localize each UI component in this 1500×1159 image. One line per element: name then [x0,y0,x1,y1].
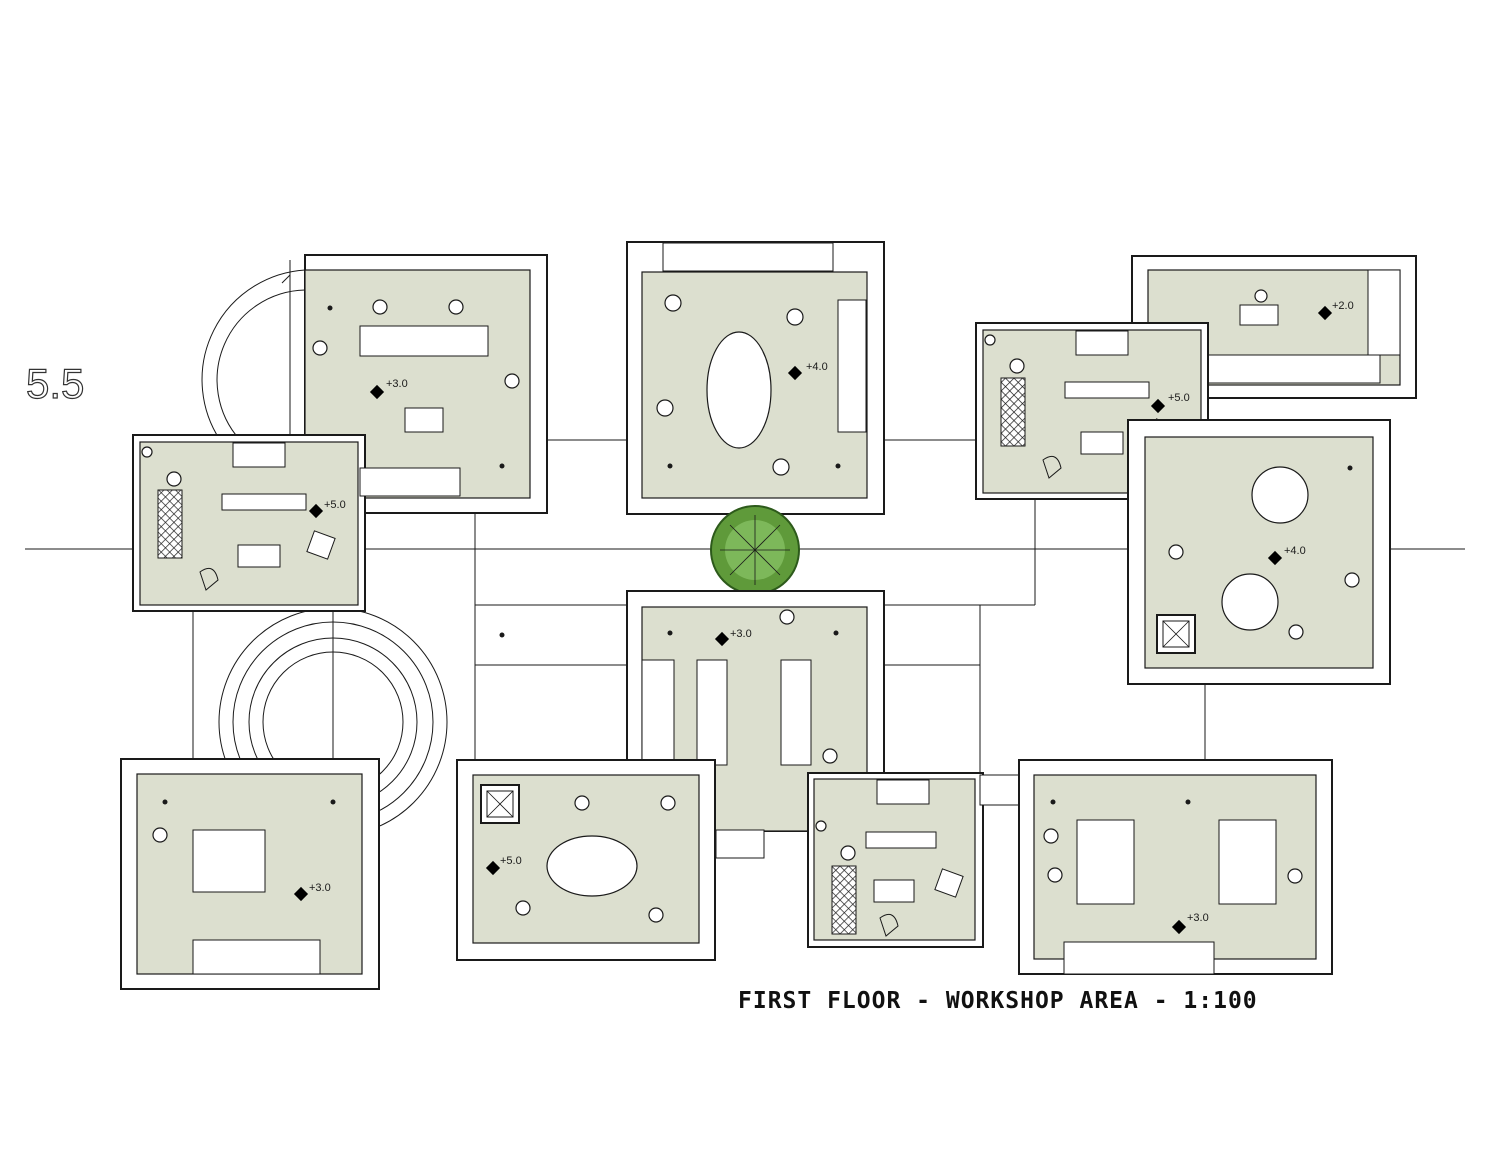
level-marker-bottom-right: +3.0 [1171,912,1209,935]
unit-bottom-center [456,759,716,961]
tree [710,505,800,595]
level-marker-center-gallery: +3.0 [714,628,752,647]
level-marker-right-round-voids: +4.0 [1267,545,1306,566]
level-label: +5.0 [500,855,522,867]
unit-bottom-left [120,758,380,990]
level-label: +4.0 [1284,545,1306,557]
edge-number: 5.5 [25,359,85,407]
level-label: +4.0 [806,361,828,373]
unit-right-round-voids [1127,419,1391,685]
level-label: +5.0 [1168,392,1190,404]
level-marker-top-left: +3.0 [369,378,408,400]
level-label: +3.0 [730,628,752,640]
plan-title: FIRST FLOOR - WORKSHOP AREA - 1:100 [738,988,1258,1014]
level-marker-bottom-center: +5.0 [485,855,522,876]
level-label: +2.0 [1332,300,1354,312]
curved-ramp-top [201,269,306,441]
level-marker-left-apartment: +5.0 [308,499,346,519]
unit-bottom-right [1018,759,1333,975]
level-marker-top-center: +4.0 [787,361,828,381]
level-label: +5.0 [324,499,346,511]
level-marker-bottom-left: +3.0 [293,882,331,902]
level-label: +3.0 [386,378,408,390]
level-label: +3.0 [309,882,331,894]
level-marker-right-apartment: +5.0 [1150,392,1190,414]
level-label: +3.0 [1187,912,1209,924]
unit-top-center [626,241,885,515]
level-marker-top-right-small: +2.0 [1317,300,1354,321]
unit-left-apartment [132,434,461,612]
